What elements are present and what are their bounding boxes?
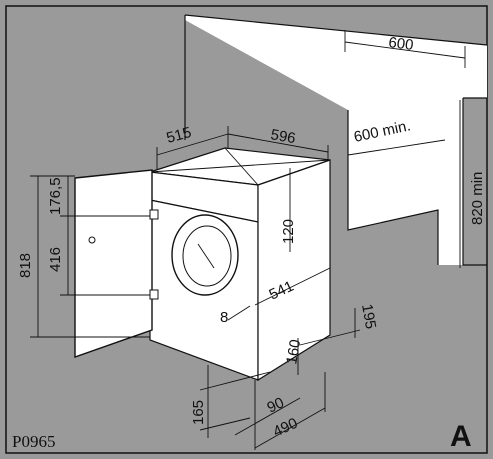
foot-165-ext-bottom: [199, 417, 251, 431]
niche-width-dim-line: [344, 41, 466, 59]
drum-glare: [197, 243, 215, 269]
panel-letter: A: [450, 420, 472, 453]
wall-top-edge: [184, 14, 488, 46]
drum-inner-ring: [182, 225, 232, 287]
lower-hinge-icon: [149, 289, 159, 300]
door-offset-dim-line: [227, 305, 251, 321]
machine-depth-dim-line: [254, 267, 331, 306]
plinth-160-label: 160: [283, 338, 304, 366]
top-diagonal-2: [149, 159, 331, 173]
furniture-door: [74, 169, 153, 358]
top-width-dim-line: [227, 133, 329, 153]
door-offset-label: 8: [220, 309, 228, 326]
plinth-195-label: 195: [358, 303, 379, 331]
hinge-spacing-label: 416: [47, 247, 64, 272]
upper-hinge-icon: [149, 209, 159, 220]
foot-90-label: 90: [265, 394, 287, 416]
figure-code: P0965: [12, 432, 55, 451]
niche-width-min-dim-line: [347, 139, 446, 156]
niche-width-label: 600: [388, 34, 415, 54]
top-diagonal-1: [224, 147, 259, 186]
wall-right-post: [462, 98, 487, 266]
niche-back-wall: [185, 15, 487, 265]
top-depth-dim-line: [156, 133, 229, 156]
top-clearance-label: 120: [280, 219, 297, 244]
top-depth-label: 515: [165, 124, 194, 147]
machine-side-panel: [257, 159, 331, 382]
foot-165-ext-top: [199, 371, 271, 391]
top-offset-label: 176,5: [47, 177, 64, 215]
foot-90-dim-line: [234, 397, 301, 436]
door-height-label: 818: [17, 253, 34, 278]
base-490-dim-line: [254, 407, 326, 449]
door-knob: [88, 236, 96, 244]
wall-inner-corner: [347, 110, 439, 265]
plinth-ref-line: [299, 329, 361, 346]
foot-165-label: 165: [190, 400, 207, 425]
top-width-label: 596: [269, 126, 297, 147]
niche-height-min-label: 820 min: [469, 172, 486, 225]
